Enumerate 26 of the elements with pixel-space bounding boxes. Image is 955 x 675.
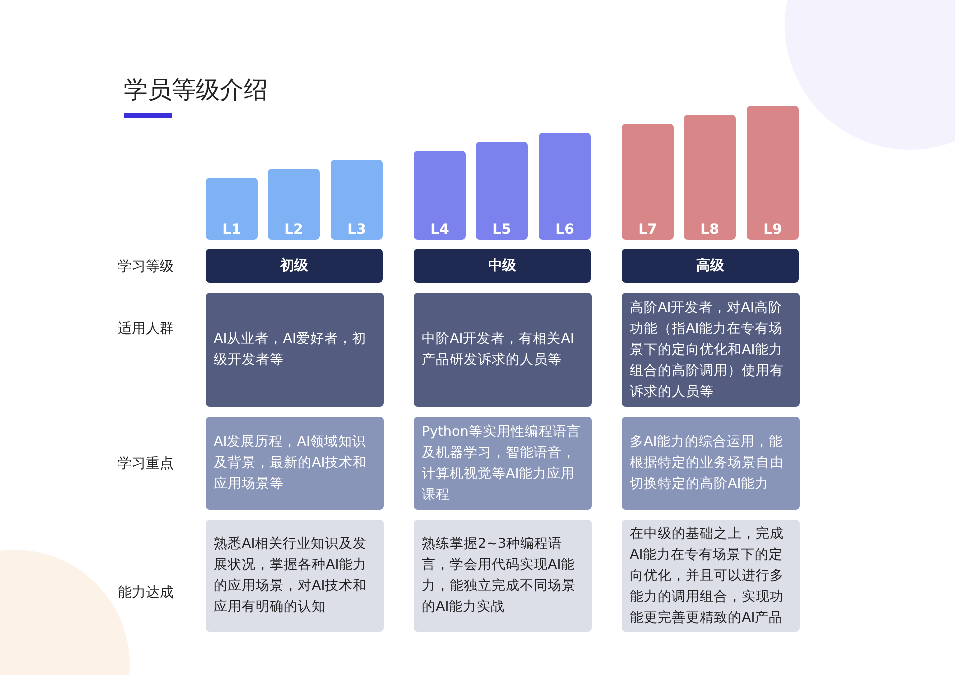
level-bar: L5 (476, 142, 528, 240)
table-cell: 熟悉AI相关行业知识及发展状况，掌握各种AI能力的应用场景，对AI技术和应用有明确的认知 (206, 520, 384, 632)
level-bar: L9 (747, 106, 799, 240)
row-label: 能力达成 (118, 584, 174, 602)
table-cell: Python等实用性编程语言及机器学习，智能语音，计算机视觉等AI能力应用课程 (414, 417, 592, 510)
level-bar: L6 (539, 133, 591, 240)
table-cell: AI从业者，AI爱好者，初级开发者等 (206, 293, 384, 407)
table-cell: 在中级的基础之上，完成AI能力在专有场景下的定向优化，并且可以进行多能力的调用组合，实现功能更完善更精致的AI产品 (622, 520, 800, 632)
table-cell: 高阶AI开发者，对AI高阶功能（指AI能力在专有场景下的定向优化和AI能力组合的高阶调用）使用有诉求的人员等 (622, 293, 800, 407)
table-cell: 中阶AI开发者，有相关AI产品研发诉求的人员等 (414, 293, 592, 407)
level-bar: L3 (331, 160, 383, 240)
level-bar: L7 (622, 124, 674, 240)
title: 学员等级介绍 (124, 75, 268, 106)
level-bar: L8 (684, 115, 736, 240)
row-label: 学习等级 (118, 258, 174, 276)
level-header-box: 高级 (622, 249, 799, 283)
level-header-box: 初级 (206, 249, 383, 283)
table-cell: 熟练掌握2~3种编程语言，学会用代码实现AI能力，能独立完成不同场景的AI能力实战 (414, 520, 592, 632)
row-label: 学习重点 (118, 455, 174, 473)
level-bar: L4 (414, 151, 466, 240)
level-bar: L2 (268, 169, 320, 240)
table-cell: AI发展历程，AI领域知识及背景，最新的AI技术和应用场景等 (206, 417, 384, 510)
table-cell: 多AI能力的综合运用，能根据特定的业务场景自由切换特定的高阶AI能力 (622, 417, 800, 510)
row-label: 适用人群 (118, 320, 174, 338)
level-header-box: 中级 (414, 249, 591, 283)
level-bar: L1 (206, 178, 258, 240)
